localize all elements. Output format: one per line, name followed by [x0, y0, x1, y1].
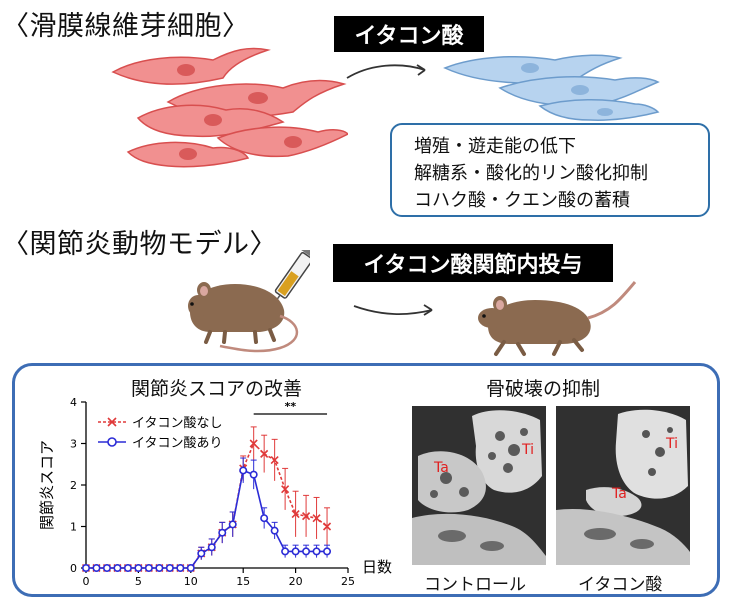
data-point — [312, 514, 321, 523]
legend-marker — [107, 437, 117, 447]
ct-image-itaconate: Ti Ta — [556, 406, 690, 565]
data-point — [260, 514, 269, 523]
mouse-with-syringe-illustration — [188, 250, 310, 353]
effect-accumulation: コハク酸・クエン酸の蓄積 — [414, 190, 630, 211]
effects-box: 増殖・遊走能の低下 解糖系・酸化的リン酸化抑制 コハク酸・クエン酸の蓄積 — [390, 123, 710, 217]
arthritis-model-heading: 〈関節炎動物モデル〉 — [2, 229, 277, 260]
x-axis-label: 日数 — [362, 558, 392, 576]
data-point — [134, 564, 143, 573]
ct-itaconate-label-ta: Ta — [612, 486, 627, 502]
intraarticular-administration-label: イタコン酸関節内投与 — [333, 244, 613, 282]
treatment-arrow — [353, 304, 433, 316]
bone-destruction-heading: 骨破壊の抑制 — [486, 378, 601, 400]
data-point — [144, 564, 153, 573]
effect-proliferation: 増殖・遊走能の低下 — [414, 136, 576, 157]
treated-mouse-illustration — [478, 281, 637, 356]
data-point — [113, 564, 122, 573]
x-tick-label: 20 — [289, 575, 303, 588]
data-point — [281, 485, 290, 494]
arthritis-score-heading: 関節炎スコアの改善 — [131, 378, 303, 400]
data-point — [197, 549, 206, 558]
ct-caption-itaconate: イタコン酸 — [578, 575, 663, 595]
data-point — [322, 522, 332, 531]
data-point — [239, 466, 248, 475]
y-tick-label: 4 — [70, 396, 77, 409]
data-point — [228, 520, 237, 529]
fibroblast-cells-illustration — [111, 47, 348, 168]
ct-caption-control: コントロール — [424, 575, 526, 595]
y-axis-label: 関節炎スコア — [38, 440, 56, 530]
ct-image-control: Ti Ta — [412, 406, 546, 565]
series-line-itaconate — [86, 469, 328, 569]
data-point — [207, 543, 216, 552]
legend-marker — [107, 417, 117, 427]
data-point — [291, 509, 300, 519]
series-line-control — [86, 442, 328, 569]
data-point — [281, 547, 290, 556]
data-point — [312, 547, 321, 556]
ct-itaconate-label-ti: Ti — [666, 436, 679, 452]
ct-control-label-ta: Ta — [434, 460, 449, 476]
x-tick-label: 5 — [135, 575, 142, 588]
y-tick-label: 1 — [70, 521, 77, 534]
data-point — [165, 564, 174, 573]
data-point — [302, 512, 311, 521]
data-point — [218, 528, 227, 537]
legend-entry: イタコン酸なし — [132, 416, 222, 431]
x-tick-label: 15 — [236, 575, 250, 588]
data-point — [123, 564, 132, 573]
data-point — [155, 564, 164, 573]
ct-control-label-ti: Ti — [522, 442, 535, 458]
data-point — [260, 449, 269, 458]
y-tick-label: 3 — [70, 438, 77, 451]
data-point — [270, 456, 279, 465]
data-point — [249, 470, 258, 479]
x-tick-label: 10 — [184, 575, 198, 588]
effect-metabolism: 解糖系・酸化的リン酸化抑制 — [414, 163, 648, 184]
data-point — [92, 564, 101, 573]
synovial-fibroblast-heading: 〈滑膜線維芽細胞〉 — [2, 11, 250, 42]
data-point — [323, 547, 332, 556]
data-point — [270, 526, 279, 535]
x-tick-label: 0 — [83, 575, 90, 588]
treated-fibroblast-cells-illustration — [443, 54, 660, 121]
y-tick-label: 2 — [70, 479, 77, 492]
data-point — [186, 564, 195, 573]
significance-label: ** — [285, 400, 297, 413]
data-point — [291, 547, 300, 556]
transformation-arrow — [346, 64, 426, 79]
itaconate-label: イタコン酸 — [334, 16, 484, 52]
y-tick-label: 0 — [70, 562, 77, 575]
x-tick-label: 25 — [341, 575, 355, 588]
legend-entry: イタコン酸あり — [132, 436, 222, 451]
data-point — [176, 564, 185, 573]
data-point — [302, 547, 311, 556]
data-point — [81, 564, 90, 573]
data-point — [249, 439, 258, 448]
data-point — [102, 564, 111, 573]
